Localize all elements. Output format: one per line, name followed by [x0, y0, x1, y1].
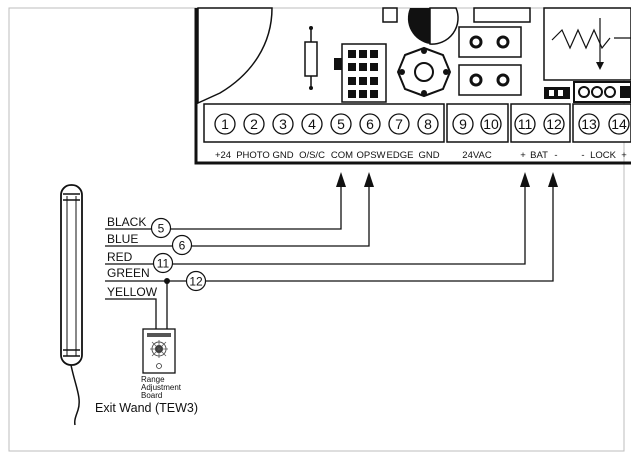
wire-tag-red: 11	[157, 257, 170, 271]
terminal-number: 13	[581, 116, 597, 132]
terminal-number: 2	[250, 116, 258, 132]
range-board-label-line2: Adjustment	[141, 383, 182, 392]
header-connector	[544, 81, 631, 103]
wire-black	[105, 186, 342, 230]
wire-yellow	[105, 298, 157, 329]
terminal-9	[452, 113, 474, 135]
terminal-number: 9	[459, 116, 467, 132]
fuse-block	[473, 7, 531, 23]
terminal-5	[330, 113, 352, 135]
label-com: COM	[331, 150, 353, 161]
terminal-number: 10	[483, 116, 499, 132]
wire-tag-black: 5	[158, 222, 165, 236]
label-lock-minus: -	[581, 150, 584, 161]
terminal-number: 5	[337, 116, 345, 132]
terminal-number: 6	[366, 116, 374, 132]
wire-tags: 5 6 11 12	[150, 217, 207, 292]
label-plus24: +24	[215, 150, 231, 161]
label-gnd: GND	[272, 150, 293, 161]
terminal-number: 8	[424, 116, 432, 132]
wire-red	[105, 186, 526, 265]
exit-wand	[60, 184, 83, 426]
terminal-11	[514, 113, 536, 135]
terminal-12	[543, 113, 565, 135]
wire-green	[105, 186, 554, 282]
terminal-number: 1	[221, 116, 229, 132]
wire-labels: BLACK BLUE RED GREEN YELLOW	[107, 215, 158, 299]
label-lock-plus: +	[621, 150, 627, 161]
terminal-number: 14	[611, 116, 627, 132]
jumper-header	[334, 43, 387, 103]
capacitor-component	[407, 7, 459, 45]
wire-label-blue: BLUE	[107, 232, 138, 246]
terminal-circles	[214, 113, 630, 135]
potentiometer-component	[543, 7, 631, 81]
relay-component	[396, 46, 452, 98]
wire-label-red: RED	[107, 250, 133, 264]
terminal-numbers: 1 2 3 4 5 6 7 8 9 10 11 12 13 14	[221, 116, 627, 132]
device-name: Exit Wand (TEW3)	[95, 401, 198, 415]
terminal-arrows	[336, 172, 558, 187]
wire-label-yellow: YELLOW	[107, 285, 158, 299]
terminal-number: 7	[395, 116, 403, 132]
terminal-strip	[203, 103, 631, 143]
label-osc: O/S/C	[299, 150, 325, 161]
range-board-label-line1: Range	[141, 375, 165, 384]
screw-connector-upper	[458, 26, 522, 58]
label-24vac: 24VAC	[462, 150, 492, 161]
label-photo: PHOTO	[236, 150, 270, 161]
label-edge: EDGE	[387, 150, 414, 161]
terminal-number: 3	[279, 116, 287, 132]
terminal-labels: +24 PHOTO GND O/S/C COM OPSW EDGE GND 24…	[215, 150, 627, 161]
terminal-number: 4	[308, 116, 316, 132]
screw-connector-lower	[458, 64, 522, 96]
wire-label-black: BLACK	[107, 215, 146, 229]
terminal-13	[578, 113, 600, 135]
range-board-label-line3: Board	[141, 391, 162, 400]
small-component	[382, 7, 398, 23]
terminal-3	[272, 113, 294, 135]
label-bat-plus: +	[520, 150, 526, 161]
terminal-4	[301, 113, 323, 135]
range-adjustment-board: Range Adjustment Board	[141, 328, 182, 400]
control-board: 1 2 3 4 5 6 7 8 9 10 11 12 13 14 +24 PHO…	[194, 7, 631, 165]
terminal-8	[417, 113, 439, 135]
outer-frame	[8, 7, 625, 452]
junction-dot	[164, 278, 170, 284]
terminal-number: 12	[546, 116, 562, 132]
terminal-6	[359, 113, 381, 135]
wire-tag-green: 12	[189, 275, 203, 289]
label-gnd: GND	[418, 150, 439, 161]
terminal-7	[388, 113, 410, 135]
label-opsw: OPSW	[356, 150, 385, 161]
label-bat: BAT	[530, 150, 548, 161]
wires	[105, 186, 554, 329]
label-bat-minus: -	[554, 150, 557, 161]
wire-tag-blue: 6	[179, 239, 186, 253]
label-lock: LOCK	[590, 150, 617, 161]
terminal-number: 11	[518, 116, 533, 132]
wire-label-green: GREEN	[107, 266, 150, 280]
terminal-10	[480, 113, 502, 135]
terminal-1	[214, 113, 236, 135]
terminal-2	[243, 113, 265, 135]
terminal-14	[608, 113, 630, 135]
wire-blue	[105, 186, 370, 247]
resistor-component	[304, 26, 318, 90]
